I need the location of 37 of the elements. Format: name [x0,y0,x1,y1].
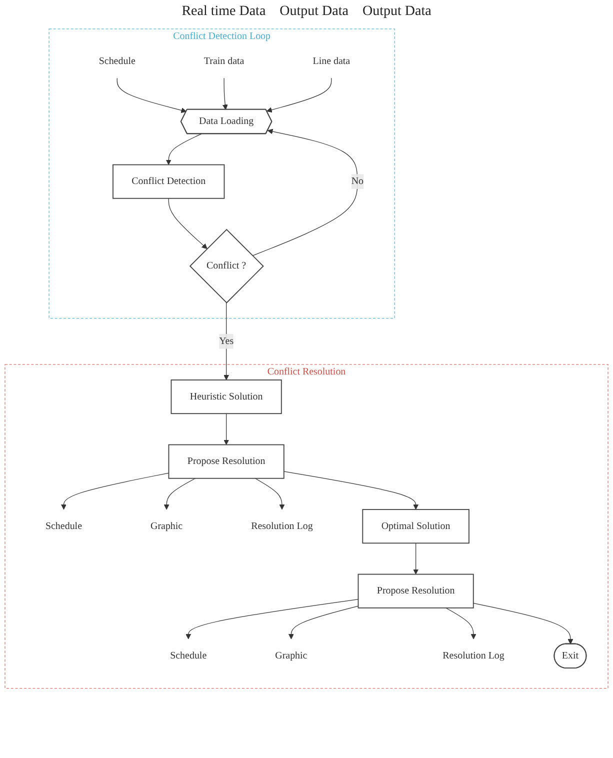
node-box: Propose Resolution [358,574,474,608]
edge-label: No [351,176,364,187]
arrow [224,302,230,380]
note-text: Output Data [280,4,348,20]
node-box: Conflict Detection [112,164,225,199]
node-box: Propose Resolution [168,444,284,479]
arrow [116,78,187,113]
arrow [168,198,208,249]
arrow [445,608,476,640]
arrow [413,542,419,575]
node-box: Optimal Solution [362,509,470,544]
node-box: Heuristic Solution [170,380,282,414]
arrow [61,472,170,510]
note-text: Real time Data [182,4,266,20]
node-text: Resolution Log [442,650,504,661]
edge-label: Yes [219,336,234,346]
node-text: Schedule [45,520,82,532]
node-text: Train data [204,56,244,66]
arrow [284,471,419,510]
node-text: Schedule [98,56,136,66]
arrow [186,598,359,640]
arrow [224,413,230,445]
arrow [266,78,332,113]
node-text: Resolution Log [251,520,313,532]
arrow [164,478,196,510]
node-text: Schedule [170,650,207,661]
node-text: Graphic [150,520,183,532]
node-text: Graphic [275,650,308,661]
arrow [473,602,574,644]
arrow [166,134,202,165]
arrow [222,78,228,110]
arrow [254,478,285,510]
note-text: Output Data [362,4,432,20]
arrow [288,606,359,640]
arrow [252,128,358,256]
node-diamond: Conflict ? [189,228,264,304]
node-text: Line data [312,56,350,66]
